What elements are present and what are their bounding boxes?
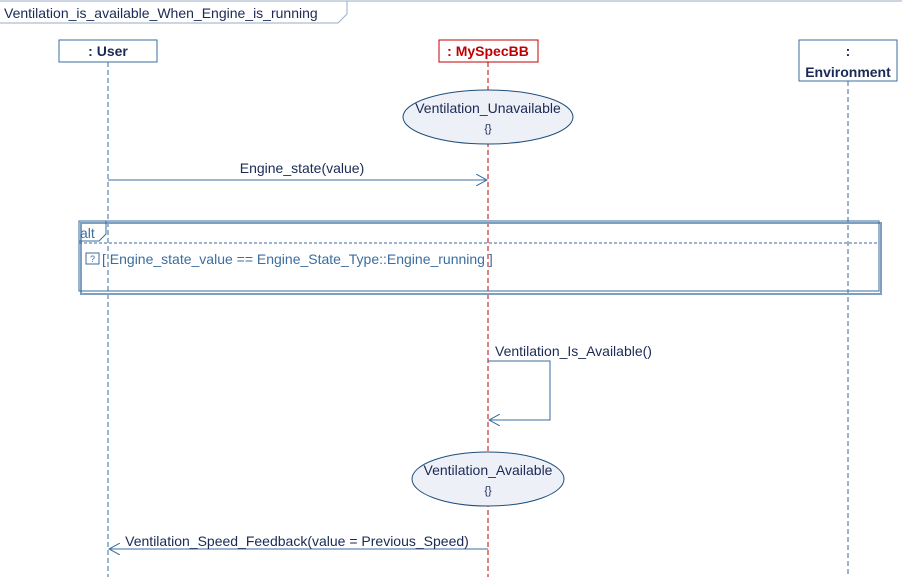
message-ventilation-is-available-label: Ventilation_Is_Available() bbox=[495, 343, 652, 359]
state-ventilation-available-name: Ventilation_Available bbox=[424, 462, 553, 478]
state-ventilation-available[interactable]: Ventilation_Available {} bbox=[411, 451, 565, 507]
alt-fragment-guard: [ Engine_state_value == Engine_State_Typ… bbox=[102, 251, 493, 267]
alt-fragment[interactable]: alt ? [ Engine_state_value == Engine_Sta… bbox=[78, 220, 882, 295]
lifeline-user-label: : User bbox=[88, 43, 128, 59]
state-ventilation-available-body: {} bbox=[484, 485, 492, 497]
lifeline-environment-label-line1: : bbox=[846, 43, 851, 59]
message-engine-state-label: Engine_state(value) bbox=[240, 160, 365, 176]
message-ventilation-speed-feedback[interactable]: Ventilation_Speed_Feedback(value = Previ… bbox=[109, 533, 488, 549]
lifeline-user[interactable]: : User bbox=[58, 39, 158, 577]
alt-fragment-operator: alt bbox=[80, 225, 95, 241]
state-ventilation-unavailable-body: {} bbox=[484, 123, 492, 135]
diagram-title: Ventilation_is_available_When_Engine_is_… bbox=[4, 5, 318, 21]
message-ventilation-speed-feedback-label: Ventilation_Speed_Feedback(value = Previ… bbox=[125, 533, 469, 549]
message-engine-state[interactable]: Engine_state(value) bbox=[108, 160, 487, 180]
state-ventilation-unavailable-name: Ventilation_Unavailable bbox=[415, 100, 561, 116]
svg-text:?: ? bbox=[90, 254, 95, 264]
message-ventilation-is-available[interactable]: Ventilation_Is_Available() bbox=[488, 343, 652, 420]
lifeline-myspecbb[interactable]: : MySpecBB bbox=[438, 39, 539, 577]
diagram-title-tab: Ventilation_is_available_When_Engine_is_… bbox=[0, 0, 902, 24]
guard-icon: ? bbox=[85, 252, 100, 265]
state-ventilation-unavailable[interactable]: Ventilation_Unavailable {} bbox=[402, 89, 574, 145]
lifeline-environment-label-line2: Environment bbox=[805, 64, 891, 80]
lifeline-myspecbb-label: : MySpecBB bbox=[447, 43, 529, 59]
lifeline-environment[interactable]: : Environment bbox=[798, 39, 898, 577]
